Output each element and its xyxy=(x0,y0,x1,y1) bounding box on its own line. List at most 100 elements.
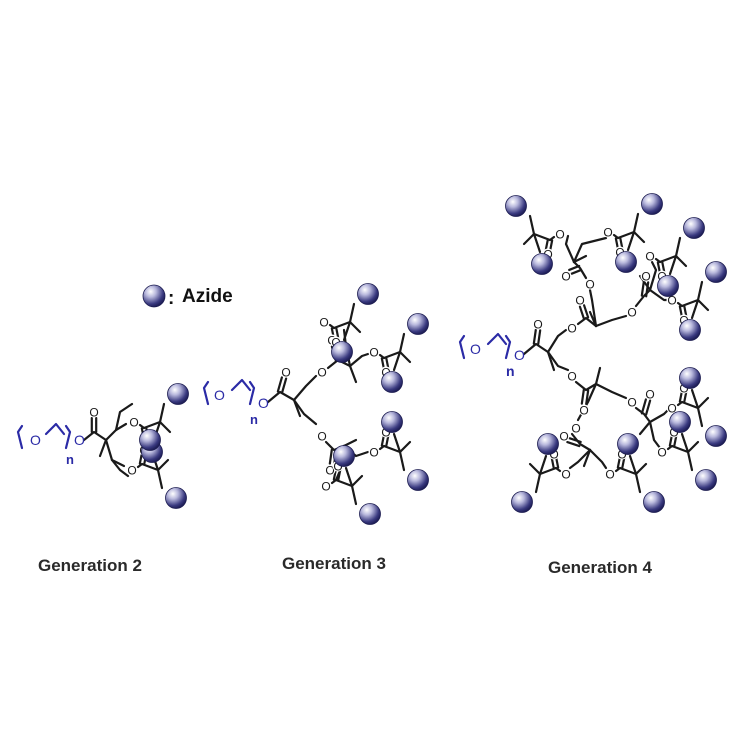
azide-icon xyxy=(669,411,691,433)
oxygen-atom: O xyxy=(571,421,580,435)
azide-icon xyxy=(679,319,701,341)
atom-mask xyxy=(560,468,572,480)
caption-generation-4: Generation 4 xyxy=(548,558,652,577)
methyl-bond xyxy=(98,438,108,458)
oxygen-atom: O xyxy=(585,277,594,291)
bond xyxy=(348,302,356,324)
bond xyxy=(594,382,628,400)
bond xyxy=(350,484,358,506)
carbonyl-oxygen: O xyxy=(559,429,568,443)
carbonyl-oxygen: O xyxy=(331,335,340,349)
azide-icon xyxy=(407,469,429,491)
atom-mask xyxy=(604,468,616,480)
bond xyxy=(564,234,576,264)
carbonyl-bond xyxy=(569,268,582,276)
bond xyxy=(680,432,690,454)
bond xyxy=(392,350,402,372)
azide-icon xyxy=(641,193,663,215)
atom-mask xyxy=(626,396,638,408)
carbonyl-oxygen: O xyxy=(89,405,98,419)
bond xyxy=(696,280,704,302)
atom-mask xyxy=(318,316,330,328)
caption-generation-3: Generation 3 xyxy=(282,554,386,573)
carbonyl-bond xyxy=(640,280,645,297)
azide-icon xyxy=(537,433,559,455)
carbonyl-bond xyxy=(328,448,333,465)
peg-subscript: n xyxy=(250,412,258,427)
ester-oxygen: O xyxy=(369,445,378,459)
bond xyxy=(266,390,296,404)
atom-mask xyxy=(626,306,638,318)
carbonyl-oxygen: O xyxy=(617,447,626,461)
bond xyxy=(142,420,162,430)
carbonyl-bond xyxy=(580,388,585,405)
methyl-bond xyxy=(632,230,646,244)
azide-icon xyxy=(407,313,429,335)
azide-icon xyxy=(142,284,166,308)
azide-icon xyxy=(617,433,639,455)
bond xyxy=(648,260,658,292)
bond xyxy=(686,450,694,472)
azide-icon xyxy=(381,371,403,393)
carbonyl-oxygen: O xyxy=(579,403,588,417)
bond xyxy=(344,466,354,488)
bond xyxy=(680,298,700,308)
oxygen-atom: O xyxy=(567,369,576,383)
oxygen-atom: O xyxy=(627,305,636,319)
methyl-bond xyxy=(696,396,710,410)
carbonyl-bond xyxy=(640,398,647,415)
methyl-bond xyxy=(342,438,358,448)
methyl-bond xyxy=(522,232,536,246)
carbonyl-bond xyxy=(621,457,626,470)
carbonyl-bond xyxy=(532,328,537,345)
azide-icon xyxy=(683,217,705,239)
carbonyl-bond xyxy=(335,326,340,339)
ester-oxygen: O xyxy=(127,463,136,477)
atom-mask xyxy=(532,318,544,330)
peg-subscript: n xyxy=(506,363,515,379)
carbonyl-oxygen: O xyxy=(641,269,650,283)
peg-ester-oxygen: O xyxy=(258,395,269,411)
bond xyxy=(680,400,700,410)
bond xyxy=(342,320,352,342)
caption-generation-2: Generation 2 xyxy=(38,556,142,575)
bond xyxy=(588,448,608,470)
methyl-bond xyxy=(582,448,592,468)
methyl-bond xyxy=(398,440,412,454)
carbonyl-bond xyxy=(673,435,678,448)
carbonyl-oxygen: O xyxy=(381,365,390,379)
carbonyl-bond xyxy=(656,261,661,274)
bond xyxy=(696,406,704,428)
bond xyxy=(690,388,700,410)
carbonyl-oxygen: O xyxy=(549,447,558,461)
carbonyl-bond xyxy=(585,389,590,406)
atom-mask xyxy=(560,270,572,282)
carbonyl-bond xyxy=(683,304,688,317)
atom-mask xyxy=(128,416,140,428)
bond xyxy=(532,232,542,254)
carbonyl-bond xyxy=(582,304,590,319)
bond xyxy=(594,314,628,328)
bond xyxy=(522,342,550,356)
bond xyxy=(82,430,108,442)
atom-mask xyxy=(88,406,100,418)
ester-oxygen: O xyxy=(603,225,612,239)
carbonyl-bond xyxy=(385,435,390,448)
carbonyl-bond xyxy=(568,264,581,272)
atom-mask xyxy=(316,366,328,378)
atom-mask xyxy=(574,294,586,306)
bond xyxy=(570,432,592,452)
atom-mask xyxy=(584,278,596,290)
peg-oxygen-label: O xyxy=(30,432,41,448)
carbonyl-bond xyxy=(537,329,542,346)
carbonyl-oxygen: O xyxy=(575,293,584,307)
oxygen-atom: O xyxy=(627,395,636,409)
carbonyl-bond xyxy=(678,305,683,318)
carbonyl-bond xyxy=(380,434,385,447)
ester-oxygen: O xyxy=(645,249,654,263)
bond xyxy=(348,352,370,368)
ester-oxygen: O xyxy=(319,315,328,329)
carbonyl-bond xyxy=(567,436,582,444)
bond xyxy=(674,236,682,258)
